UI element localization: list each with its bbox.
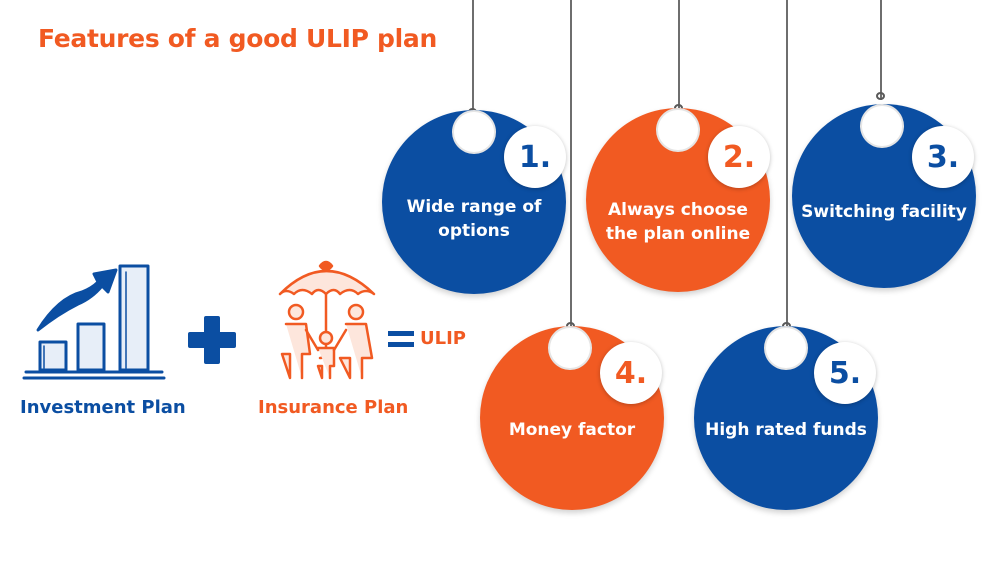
hook-ring-3 <box>876 92 885 100</box>
feature-label-1: Wide range of options <box>382 195 566 243</box>
feature-label-2-line1: Always choose <box>608 200 748 220</box>
feature-label-2-line2: the plan online <box>605 224 751 244</box>
disc-hole-5 <box>764 326 808 370</box>
cord-5 <box>786 0 788 330</box>
page-title: Features of a good ULIP plan <box>38 24 437 53</box>
cord-3 <box>880 0 882 100</box>
insurance-plan-label: Insurance Plan <box>258 397 409 418</box>
feature-number-1: 1. <box>504 126 566 188</box>
cord-1 <box>472 0 474 116</box>
equals-icon <box>388 331 414 347</box>
feature-label-4: Money factor <box>480 418 664 442</box>
feature-label-4-line1: Money factor <box>508 420 636 440</box>
feature-number-5: 5. <box>814 342 876 404</box>
feature-label-2: Always choose the plan online <box>586 198 770 246</box>
feature-label-1-line2: options <box>438 221 510 241</box>
feature-number-2: 2. <box>708 126 770 188</box>
feature-label-3-line1: Switching facility <box>801 202 967 222</box>
disc-hole-3 <box>860 104 904 148</box>
family-umbrella-icon <box>278 260 376 380</box>
feature-label-1-line1: Wide range of <box>406 197 542 217</box>
ulip-result-label: ULIP <box>420 328 466 349</box>
disc-hole-4 <box>548 326 592 370</box>
disc-hole-2 <box>656 108 700 152</box>
disc-hole-1 <box>452 110 496 154</box>
feature-label-3: Switching facility <box>792 200 976 224</box>
feature-number-3: 3. <box>912 126 974 188</box>
feature-number-4: 4. <box>600 342 662 404</box>
feature-label-5-line1: High rated funds <box>705 420 867 440</box>
plus-icon <box>188 316 236 364</box>
cord-2 <box>678 0 680 112</box>
cord-4 <box>570 0 572 330</box>
investment-plan-label: Investment Plan <box>20 397 186 418</box>
feature-label-5: High rated funds <box>694 418 878 442</box>
growth-bar-chart-icon <box>22 264 166 380</box>
